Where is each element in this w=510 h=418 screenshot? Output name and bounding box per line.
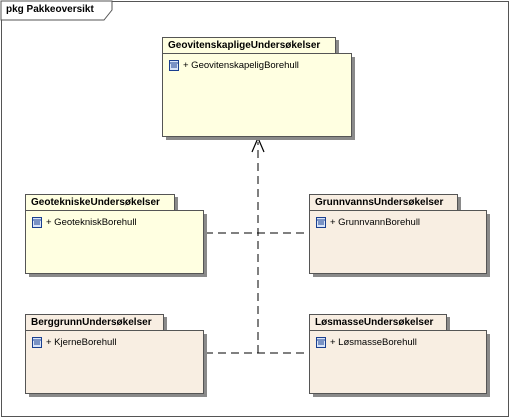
package-member: + GrunnvannBorehull [316, 217, 420, 228]
member-label: + GeovitenskapeligBorehull [183, 60, 299, 71]
package-body: + GeovitenskapeligBorehull [162, 53, 355, 140]
class-icon [32, 217, 42, 228]
class-icon [169, 60, 179, 71]
package-member: + GeotekniskBorehull [32, 217, 137, 228]
package-body: + GeotekniskBorehull [25, 210, 207, 277]
member-label: + LøsmasseBorehull [330, 337, 417, 348]
package-tab: LøsmasseUndersøkelser [309, 314, 450, 332]
package-body: + GrunnvannBorehull [309, 210, 490, 277]
package-tab: GeotekniskeUndersøkelser [25, 194, 178, 212]
member-label: + KjerneBorehull [46, 337, 117, 348]
member-label: + GrunnvannBorehull [330, 217, 421, 228]
package-member: + KjerneBorehull [32, 337, 117, 348]
package-member: + GeovitenskapeligBorehull [169, 60, 299, 71]
class-icon [316, 337, 326, 348]
package-body: + KjerneBorehull [25, 330, 207, 397]
package-tab: GrunnvannsUndersøkelser [309, 194, 461, 212]
package-member: + LøsmasseBorehull [316, 337, 417, 348]
package-tab: GeovitenskapligeUndersøkelser [162, 37, 339, 55]
frame-label: pkg Pakkeoversikt [6, 4, 94, 15]
frame-tab [0, 0, 113, 21]
package-body: + LøsmasseBorehull [309, 330, 490, 397]
class-icon [316, 217, 326, 228]
member-label: + GeotekniskBorehull [46, 217, 137, 228]
class-icon [32, 337, 42, 348]
package-tab: BerggrunnUndersøkelser [25, 314, 167, 332]
